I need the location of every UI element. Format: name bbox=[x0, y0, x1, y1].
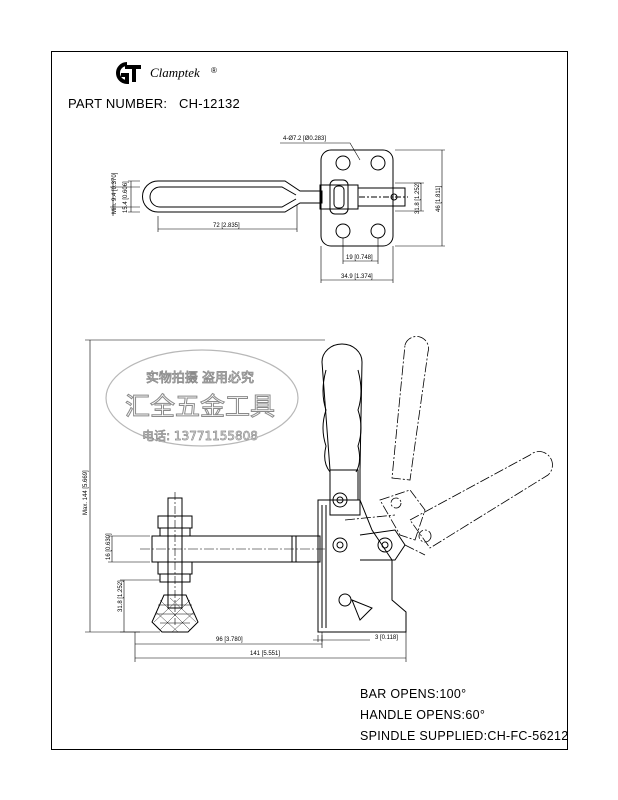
watermark: 实物拍摄 盗用必究 汇全五金工具 电话: 13771155808 bbox=[105, 349, 299, 447]
drawing-frame bbox=[51, 51, 568, 750]
watermark-line1: 实物拍摄 盗用必究 bbox=[146, 370, 254, 386]
side-dimensions bbox=[85, 339, 407, 662]
dim-total-len: 141 [5.551] bbox=[250, 651, 280, 657]
brand: Clamptek bbox=[110, 62, 200, 84]
dim-base-h: 46 [1.811] bbox=[436, 185, 442, 212]
dim-handle-min: Min. 9.4 [0.370] bbox=[112, 172, 118, 214]
dim-handle-len: 72 [2.835] bbox=[213, 223, 240, 229]
handle-open-phantom bbox=[344, 336, 553, 556]
top-view bbox=[142, 149, 408, 247]
part-number-label: PART NUMBER: bbox=[68, 96, 168, 111]
top-base-plate bbox=[320, 149, 394, 247]
spec-bar-opens: BAR OPENS:100° bbox=[360, 687, 467, 701]
dim-base-h-small: 31.8 [1.252] bbox=[415, 182, 421, 214]
dim-base-w: 34.9 [1.374] bbox=[341, 274, 373, 280]
watermark-line2: 汇全五金工具 bbox=[125, 392, 275, 421]
spindle-tip bbox=[151, 594, 199, 633]
dim-bar-h: 16 [0.630] bbox=[106, 533, 112, 560]
clamptek-logo-icon bbox=[116, 62, 141, 84]
dim-hole: 4-Ø7.2 [Ø0.283] bbox=[283, 136, 326, 142]
dim-spindle-h: 31.8 [1.252] bbox=[118, 580, 124, 612]
clamp-body bbox=[317, 499, 407, 633]
spec-handle-opens: HANDLE OPENS:60° bbox=[360, 708, 486, 722]
dim-hole-pitch: 19 [0.748] bbox=[346, 255, 373, 261]
spec-notes: BAR OPENS:100° HANDLE OPENS:60° SPINDLE … bbox=[360, 684, 568, 747]
spec-spindle: SPINDLE SUPPLIED:CH-FC-56212 bbox=[360, 729, 569, 743]
watermark-line3: 电话: 13771155808 bbox=[142, 429, 258, 443]
part-number-value: CH-12132 bbox=[179, 96, 240, 111]
top-handle bbox=[142, 180, 323, 213]
top-dimensions bbox=[110, 142, 445, 283]
dim-offset: 3 [0.118] bbox=[375, 635, 398, 641]
dim-max-height: Max. 144 [5.669] bbox=[83, 470, 89, 515]
registered-mark: ® bbox=[211, 66, 217, 75]
side-view bbox=[140, 336, 553, 633]
handle-closed bbox=[321, 343, 363, 516]
dim-handle-dia: 15.4 [0.606] bbox=[123, 181, 129, 213]
part-number: PART NUMBER: CH-12132 bbox=[68, 96, 248, 111]
brand-name: Clamptek bbox=[150, 65, 200, 80]
dim-reach: 96 [3.780] bbox=[216, 637, 243, 643]
